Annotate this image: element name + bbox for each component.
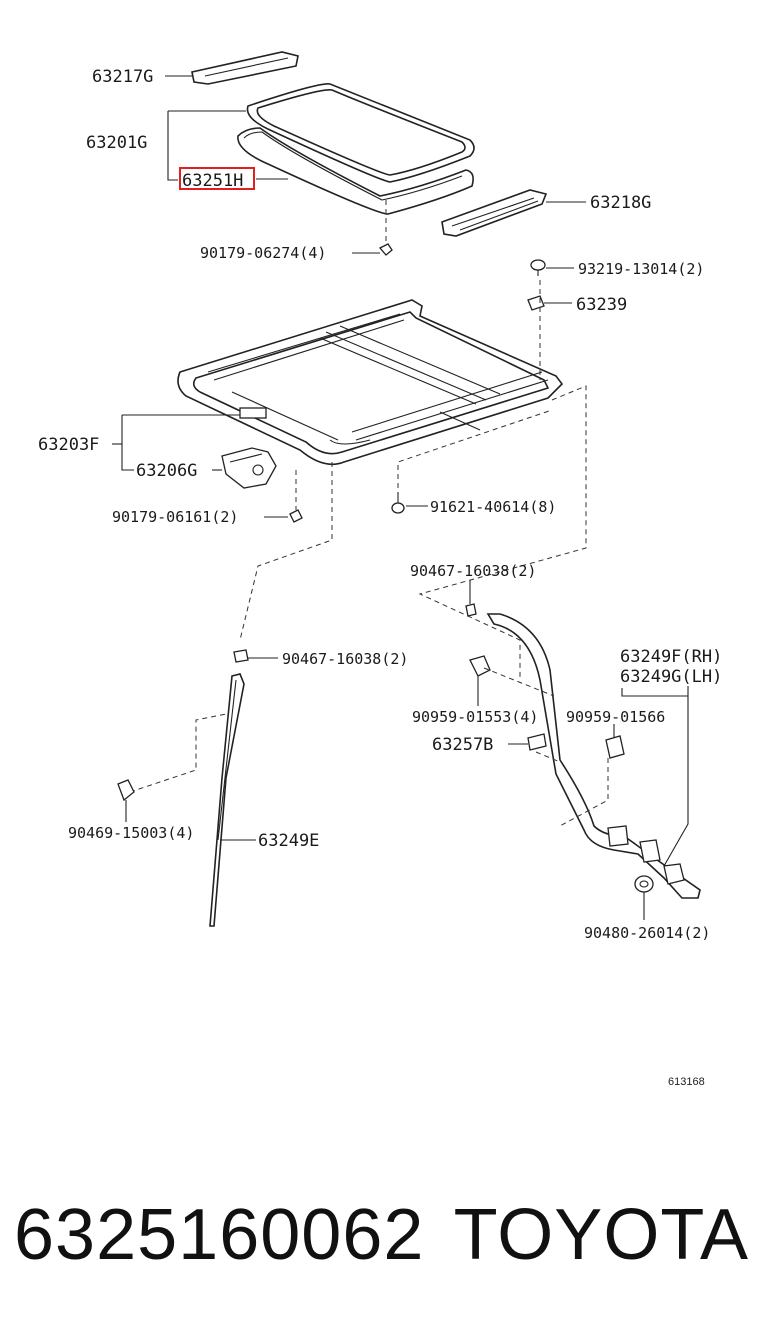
bolt-91621 — [391, 492, 405, 514]
clamp-90467-left — [233, 649, 249, 663]
label-90179-06161: 90179-06161(2) — [112, 508, 238, 526]
label-90179-06274: 90179-06274(4) — [200, 244, 326, 262]
label-90959-01553: 90959-01553(4) — [412, 708, 538, 726]
label-63249G: 63249G(LH) — [620, 667, 722, 687]
part-63201G-glass-panel — [246, 83, 475, 183]
hose-63249E — [209, 673, 245, 927]
label-63218G: 63218G — [590, 193, 651, 213]
label-63201G: 63201G — [86, 133, 147, 153]
clip-90469 — [117, 779, 135, 802]
part-63217G-trim — [191, 51, 299, 85]
grommet-90480 — [634, 875, 654, 893]
clip-90179-06274 — [378, 243, 393, 256]
label-63249E: 63249E — [258, 831, 319, 851]
label-90480: 90480-26014(2) — [584, 924, 710, 942]
screw-93219 — [530, 259, 546, 276]
footer-part-number: 6325160062 — [14, 1195, 425, 1275]
label-93219: 93219-13014(2) — [578, 260, 704, 278]
part-63206G-drive-motor — [221, 447, 277, 489]
label-90959-01566: 90959-01566 — [566, 708, 665, 726]
part-63218G-deflector — [441, 189, 548, 237]
nut-63239 — [527, 295, 545, 311]
label-63206G: 63206G — [136, 461, 197, 481]
clamp-90467-right — [465, 603, 477, 617]
clip-90179-06161 — [289, 509, 303, 523]
label-63251H: 63251H — [182, 171, 243, 191]
clip-90959-01553 — [469, 655, 491, 677]
footer: 6325160062 TOYOTA — [14, 1190, 749, 1280]
label-63239: 63239 — [576, 295, 627, 315]
part-63251H-seal — [237, 127, 474, 215]
footer-brand: TOYOTA — [453, 1195, 749, 1275]
label-90469: 90469-15003(4) — [68, 824, 194, 842]
part-63203F-frame — [177, 299, 564, 466]
label-63203F: 63203F — [38, 435, 99, 455]
label-90467-left: 90467-16038(2) — [282, 650, 408, 668]
label-63217G: 63217G — [92, 67, 153, 87]
label-91621: 91621-40614(8) — [430, 498, 556, 516]
pad-63257B — [527, 733, 547, 751]
label-63249F: 63249F(RH) — [620, 647, 722, 667]
label-90467-right: 90467-16038(2) — [410, 562, 536, 580]
clip-90959-01566 — [605, 735, 625, 759]
hose-63249F-63249G — [486, 613, 701, 899]
highlight-box — [179, 167, 255, 190]
reference-number: 613168 — [668, 1076, 705, 1088]
label-63257B: 63257B — [432, 735, 493, 755]
